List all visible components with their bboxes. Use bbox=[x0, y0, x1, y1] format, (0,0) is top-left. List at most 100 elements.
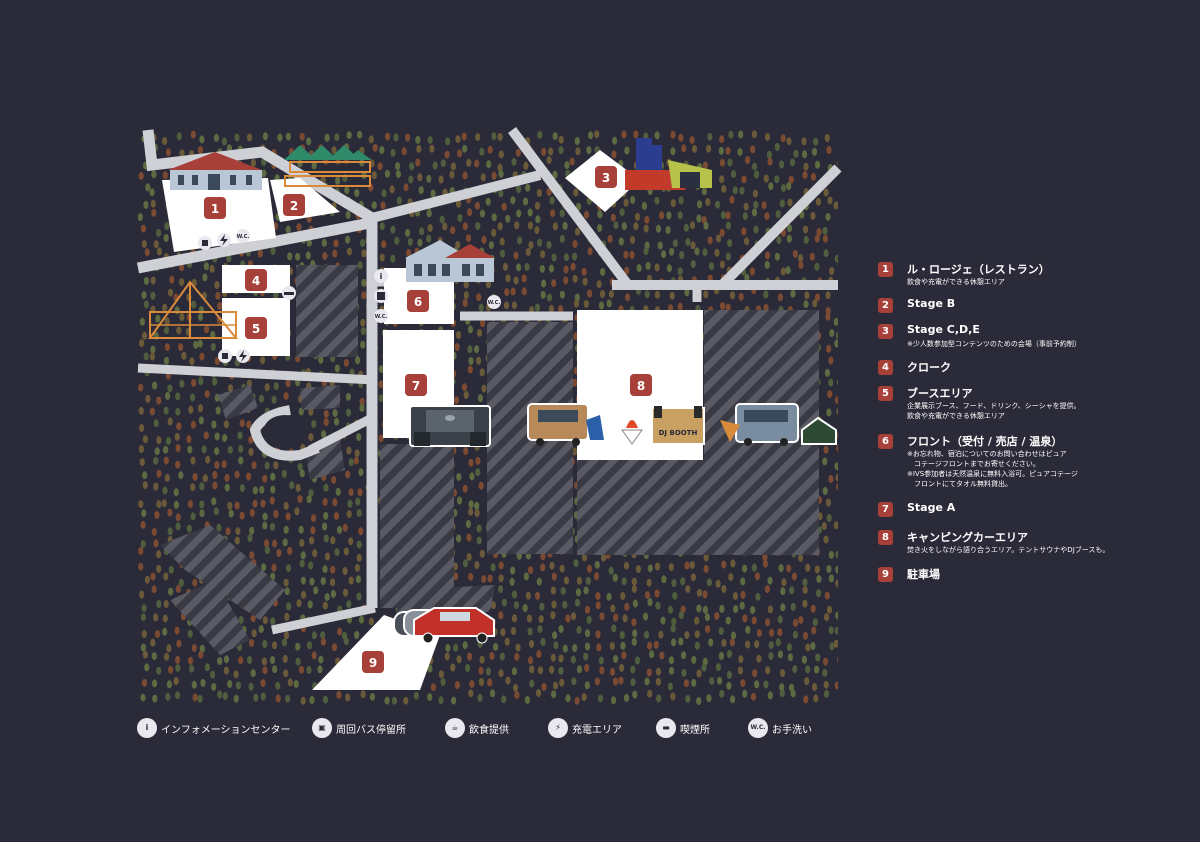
tree-dot bbox=[145, 394, 151, 403]
facility-legend: i インフォメーションセンター ▣ 周回バス停留所 ☕ 飲食提供 ⚡ 充電エリア… bbox=[0, 718, 1200, 740]
tree-dot bbox=[838, 367, 843, 375]
tree-dot bbox=[456, 655, 462, 664]
tree-dot bbox=[835, 611, 838, 620]
tree-dot bbox=[756, 654, 762, 663]
tree-dot bbox=[462, 171, 468, 180]
tree-dot bbox=[234, 470, 240, 479]
tree-dot bbox=[622, 614, 628, 623]
tree-dot bbox=[836, 430, 838, 439]
tree-dot bbox=[775, 638, 781, 647]
tree-dot bbox=[536, 577, 542, 586]
tree-dot bbox=[235, 527, 241, 536]
tree-dot bbox=[582, 277, 588, 286]
tree-dot bbox=[666, 211, 672, 220]
tree-dot bbox=[248, 639, 255, 647]
tree-dot bbox=[346, 510, 352, 519]
tree-dot bbox=[740, 577, 746, 586]
tree-dot bbox=[584, 681, 590, 690]
tree-dot bbox=[192, 472, 198, 481]
tree-dot bbox=[489, 689, 496, 698]
tree-dot bbox=[726, 681, 732, 690]
tree-dot bbox=[407, 237, 413, 246]
tree-dot bbox=[390, 148, 396, 157]
tree-dot bbox=[360, 318, 366, 327]
tree-dot bbox=[481, 235, 487, 244]
tree-dot bbox=[708, 638, 714, 647]
tree-dot bbox=[570, 655, 577, 664]
tree-dot bbox=[828, 378, 834, 387]
wc-icon: W.C. bbox=[374, 309, 388, 323]
tree-dot bbox=[715, 234, 722, 243]
facility-label: 飲食提供 bbox=[469, 725, 509, 736]
tree-dot bbox=[173, 488, 179, 497]
tree-dot bbox=[781, 578, 787, 587]
tree-dot bbox=[597, 210, 603, 219]
tree-dot bbox=[438, 696, 444, 705]
tree-dot bbox=[150, 291, 156, 300]
tree-dot bbox=[298, 525, 304, 534]
tree-dot bbox=[563, 576, 570, 585]
tree-dot bbox=[764, 133, 771, 141]
tree-dot bbox=[739, 186, 745, 195]
tree-dot bbox=[285, 225, 291, 234]
tree-dot bbox=[354, 449, 360, 458]
tree-dot bbox=[826, 408, 832, 417]
tree-dot bbox=[641, 202, 648, 210]
tree-dot bbox=[140, 224, 147, 233]
tree-dot bbox=[505, 676, 511, 685]
tree-dot bbox=[156, 565, 162, 573]
tree-dot bbox=[526, 614, 533, 623]
tree-dot bbox=[175, 655, 181, 664]
tree-dot bbox=[262, 521, 268, 530]
tree-dot bbox=[525, 248, 531, 256]
tree-dot bbox=[277, 133, 283, 142]
tree-dot bbox=[816, 228, 822, 236]
tree-dot bbox=[384, 696, 390, 705]
tree-dot bbox=[429, 144, 435, 153]
tree-dot bbox=[739, 601, 745, 610]
tree-dot bbox=[217, 690, 223, 699]
tree-dot bbox=[467, 345, 473, 354]
tree-dot bbox=[481, 575, 487, 584]
tree-dot bbox=[479, 549, 485, 558]
tree-dot bbox=[250, 158, 256, 167]
tree-dot bbox=[778, 564, 784, 573]
tree-dot bbox=[720, 211, 727, 220]
tree-dot bbox=[198, 416, 204, 425]
tree-dot bbox=[780, 267, 786, 276]
tree-dot bbox=[390, 225, 396, 234]
tree-dot bbox=[227, 680, 233, 688]
tree-dot bbox=[541, 147, 547, 156]
tree-dot bbox=[624, 146, 630, 155]
tree-dot bbox=[260, 499, 266, 508]
tree-dot bbox=[139, 339, 145, 348]
tree-dot bbox=[790, 289, 796, 298]
tree-dot bbox=[821, 522, 827, 531]
tree-dot bbox=[703, 290, 709, 299]
building-stage-cde bbox=[625, 138, 712, 190]
tree-dot bbox=[725, 211, 731, 220]
tree-dot bbox=[234, 133, 240, 142]
tree-dot bbox=[295, 483, 301, 492]
tree-dot bbox=[190, 420, 196, 429]
facility-legend-wc: W.C. お手洗い bbox=[748, 718, 828, 738]
tree-dot bbox=[360, 239, 366, 247]
tree-dot bbox=[563, 265, 569, 274]
tree-dot bbox=[273, 291, 279, 300]
tree-dot bbox=[725, 303, 731, 312]
tree-dot bbox=[728, 573, 734, 582]
tree-dot bbox=[168, 565, 174, 574]
tree-dot bbox=[499, 249, 505, 258]
tree-dot bbox=[427, 664, 433, 673]
tree-dot bbox=[176, 132, 182, 141]
tree-dot bbox=[599, 666, 605, 675]
tree-dot bbox=[455, 241, 461, 249]
tree-dot bbox=[477, 693, 483, 702]
tree-dot bbox=[762, 553, 768, 562]
tree-dot bbox=[523, 161, 529, 170]
tree-dot bbox=[725, 221, 732, 230]
tree-dot bbox=[584, 629, 591, 638]
tree-dot bbox=[766, 150, 773, 159]
tree-dot bbox=[501, 598, 507, 607]
tree-dot bbox=[669, 291, 675, 300]
